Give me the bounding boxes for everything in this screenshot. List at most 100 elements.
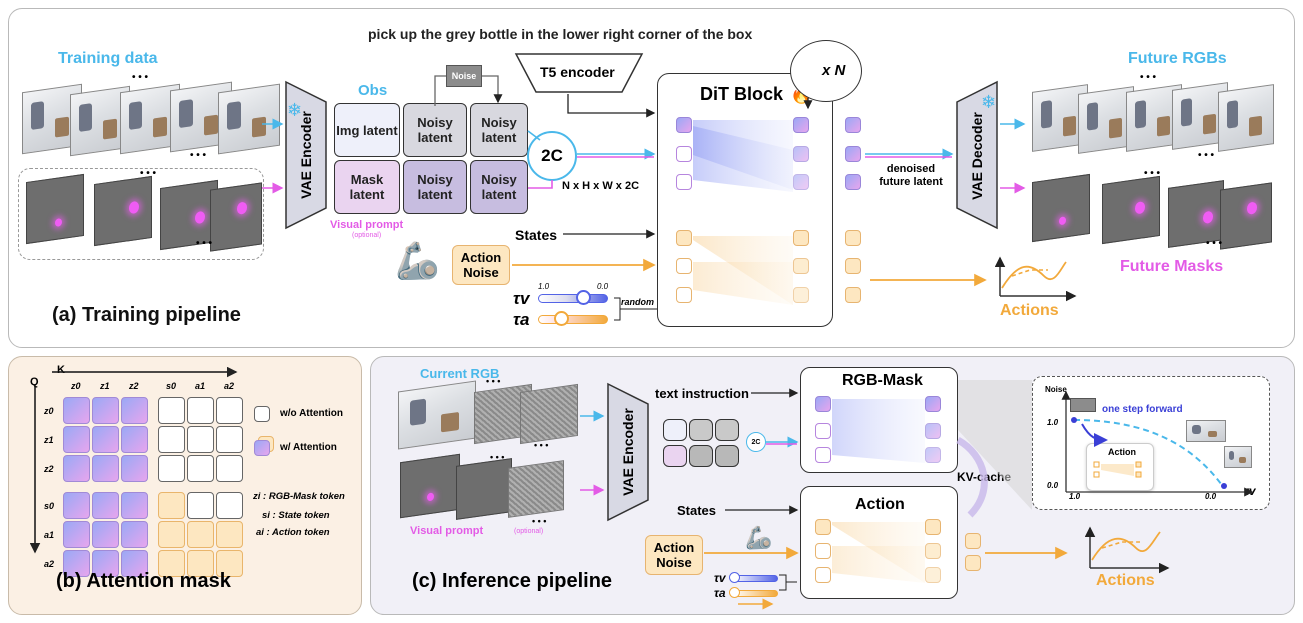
obs-label: Obs xyxy=(358,82,388,99)
state-token xyxy=(925,519,941,535)
denoised-text: denoised future latent xyxy=(879,163,943,188)
vae-encoder-shape xyxy=(285,80,327,230)
attention-row-label: a2 xyxy=(44,559,55,569)
attention-cell xyxy=(187,492,214,519)
noise-frame xyxy=(508,460,564,518)
future-mask-frame xyxy=(1220,182,1272,250)
attention-col-label: z0 xyxy=(71,381,81,391)
attention-cell xyxy=(187,521,214,548)
rgb-token xyxy=(925,396,941,412)
training-panel xyxy=(8,8,1295,348)
ellipsis: • • • xyxy=(490,452,505,462)
attention-cell xyxy=(158,521,185,548)
y-lo-label: 0.0 xyxy=(1047,481,1059,490)
action-token xyxy=(793,258,809,274)
t5-encoder-label: T5 encoder xyxy=(540,64,615,80)
training-data-label: Training data xyxy=(58,50,158,67)
tau-axis-label: τv xyxy=(1244,484,1256,498)
noisy-latent: Noisy latent xyxy=(470,103,528,157)
visual-prompt-optional: (optional) xyxy=(352,232,382,239)
tau-v-slider-handle[interactable] xyxy=(576,290,591,305)
noise-box: Noise xyxy=(446,65,482,87)
future-rgbs-label: Future RGBs xyxy=(1128,50,1227,67)
ellipsis: • • • xyxy=(1144,168,1161,179)
ellipsis: • • • xyxy=(140,168,157,179)
output-rgb-token xyxy=(845,174,861,190)
future-mask-frame xyxy=(1032,173,1090,243)
latent-cell xyxy=(689,445,713,467)
vae-decoder-label: VAE Decoder xyxy=(969,112,985,200)
attention-row-label: z1 xyxy=(44,435,54,445)
action-noise-box: Action Noise xyxy=(452,245,510,285)
tau-a-slider-handle[interactable] xyxy=(729,587,740,598)
legend-wo-label: w/o Attention xyxy=(280,408,343,419)
attention-cell xyxy=(158,397,185,424)
rgb-token xyxy=(815,447,831,463)
future-masks-label: Future Masks xyxy=(1120,258,1224,275)
tau-v-slider[interactable] xyxy=(538,294,608,303)
attention-cell xyxy=(63,426,90,453)
output-action-token xyxy=(845,287,861,303)
mask-frame xyxy=(210,182,262,252)
state-token xyxy=(815,519,831,535)
rgb-mask-title: RGB-Mask xyxy=(842,372,923,389)
action-token xyxy=(815,543,831,559)
tau-a-slider[interactable] xyxy=(538,315,608,324)
vae-encoder-shape xyxy=(607,382,649,522)
current-rgb-label: Current RGB xyxy=(420,366,500,381)
attention-row-label: s0 xyxy=(44,501,55,511)
current-rgb-frame xyxy=(398,380,476,450)
img-latent: Img latent xyxy=(334,103,400,157)
attention-cell xyxy=(121,521,148,548)
y-hi-label: 1.0 xyxy=(1047,418,1059,427)
concat-2c-circle: 2C xyxy=(746,432,766,452)
tau-v-slider-handle[interactable] xyxy=(729,572,740,583)
ellipsis: • • • xyxy=(532,516,547,526)
attention-cell xyxy=(158,492,185,519)
rgb-token xyxy=(793,146,809,162)
noise-thumbnail xyxy=(1070,398,1096,412)
noisy-latent: Noisy latent xyxy=(403,103,467,157)
mask-group-box xyxy=(18,168,264,260)
latent-cell xyxy=(715,419,739,441)
kv-cache-label: KV-cache xyxy=(957,470,1012,484)
attention-cell xyxy=(158,550,185,577)
robot-arm-icon: 🦾 xyxy=(395,240,440,281)
x-hi-label: 1.0 xyxy=(1069,492,1081,501)
attention-col-label: a1 xyxy=(195,381,206,391)
attention-cell xyxy=(121,426,148,453)
attention-cell xyxy=(158,455,185,482)
rgb-token xyxy=(925,423,941,439)
action-token xyxy=(815,567,831,583)
text-instruction-label: text instruction xyxy=(655,386,749,401)
ellipsis: • • • xyxy=(534,440,549,450)
inference-caption: (c) Inference pipeline xyxy=(412,570,613,592)
ellipsis: • • • xyxy=(1206,238,1223,249)
k-axis-label: K xyxy=(57,364,65,376)
tau-a-label: τa xyxy=(714,586,726,600)
attention-cell xyxy=(216,397,243,424)
attention-cell xyxy=(121,455,148,482)
tau-a-slider-handle[interactable] xyxy=(554,311,569,326)
visual-prompt-label: Visual prompt xyxy=(410,525,484,537)
rgb-token xyxy=(676,117,692,133)
attention-cell xyxy=(92,521,119,548)
tau-a-label: τa xyxy=(513,310,530,329)
snowflake-icon: ❄ xyxy=(981,92,997,112)
rgb-token xyxy=(793,117,809,133)
instruction-text: pick up the grey bottle in the lower rig… xyxy=(368,26,753,42)
output-rgb-token xyxy=(845,117,861,133)
noisy-latent-label: Noisy latent xyxy=(417,115,453,145)
action-token xyxy=(925,567,941,583)
rgb-token xyxy=(793,174,809,190)
output-action-token xyxy=(965,555,981,571)
inset-rgb-thumbnail xyxy=(1224,446,1252,468)
actions-label: Actions xyxy=(1000,302,1059,319)
training-caption: (a) Training pipeline xyxy=(52,304,241,326)
slider-hi-label: 1.0 xyxy=(538,282,550,291)
latent-cell xyxy=(689,419,713,441)
action-token xyxy=(925,543,941,559)
attention-cell xyxy=(216,426,243,453)
attention-row-label: z0 xyxy=(44,406,54,416)
action-title: Action xyxy=(855,496,905,513)
